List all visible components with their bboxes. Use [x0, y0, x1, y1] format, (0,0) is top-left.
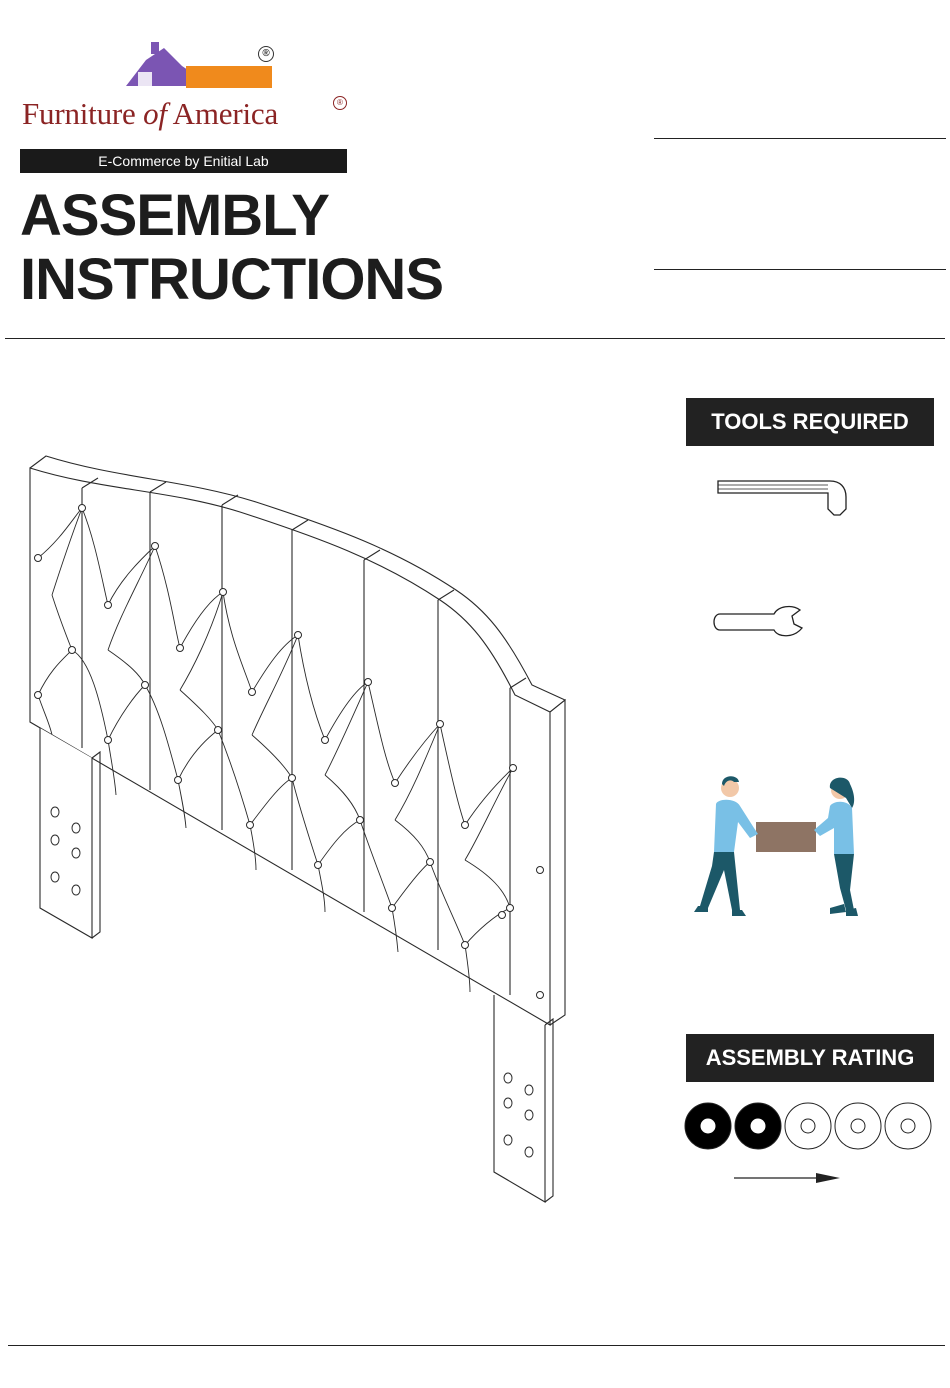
assembly-rating-label: ASSEMBLY RATING — [686, 1034, 934, 1082]
rating-dot-center — [901, 1119, 915, 1133]
brand-name-part: of — [143, 96, 167, 131]
rating-dot-center — [751, 1119, 765, 1133]
brand-name: Furniture of America — [22, 96, 278, 132]
tagline: E-Commerce by Enitial Lab — [20, 149, 347, 173]
blank-line — [654, 269, 946, 270]
footer-divider — [8, 1345, 945, 1346]
rating-dot-center — [801, 1119, 815, 1133]
header-divider — [5, 338, 945, 339]
blank-line — [654, 138, 946, 139]
assembly-rating-icon — [684, 1100, 934, 1190]
allen-key-icon — [712, 475, 862, 523]
two-person-lift-icon — [684, 770, 880, 920]
registered-mark: ® — [258, 46, 274, 62]
wrench-icon — [708, 602, 812, 644]
rating-dot-center — [851, 1119, 865, 1133]
title-line: INSTRUCTIONS — [20, 248, 443, 312]
title-line: ASSEMBLY — [20, 184, 443, 248]
page-title: ASSEMBLY INSTRUCTIONS — [20, 184, 443, 312]
brand-registered-mark: ® — [333, 96, 347, 110]
brand-name-part: America — [167, 96, 278, 131]
rating-dot-center — [701, 1119, 715, 1133]
brand-name-part: Furniture — [22, 96, 143, 131]
rating-arrow-icon — [816, 1173, 840, 1183]
headboard-illustration — [20, 450, 590, 1210]
tools-required-label: TOOLS REQUIRED — [686, 398, 934, 446]
